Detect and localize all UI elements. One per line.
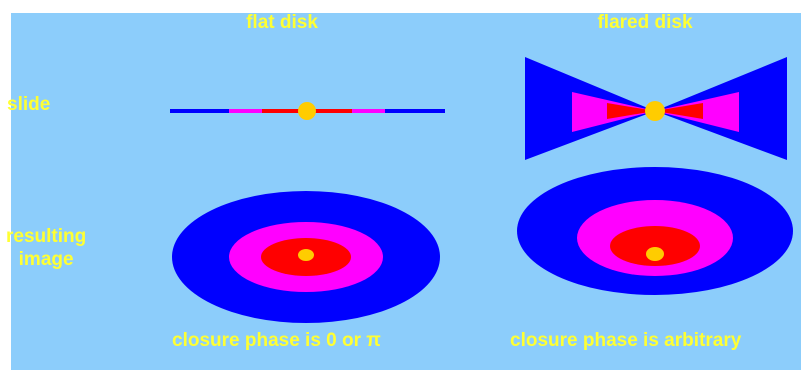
flared-disk-star [645,101,665,121]
disk-diagram [170,57,793,323]
flat-image-star [298,249,314,261]
flared-disk-left-inner [607,103,655,119]
flared-disk-slide [525,57,787,160]
caption-flared-disk: closure phase is arbitrary [510,330,742,351]
caption-flat-disk: closure phase is 0 or π [172,330,381,351]
row-label-resulting-image: resulting image [6,225,86,271]
flared-image-star [646,247,664,261]
row-label-line2: image [18,249,74,270]
flat-disk-star [298,102,316,120]
flared-disk-right-inner [655,103,703,119]
title-flat-disk: flat disk [246,12,318,33]
flared-image-inner-ellipse [610,226,700,266]
row-label-line1: resulting [6,226,87,247]
row-label-slide: slide [7,94,51,115]
flat-disk-slide [170,102,445,120]
title-flared-disk: flared disk [597,12,693,33]
flat-disk-image [172,191,440,323]
flared-disk-image [517,167,793,295]
